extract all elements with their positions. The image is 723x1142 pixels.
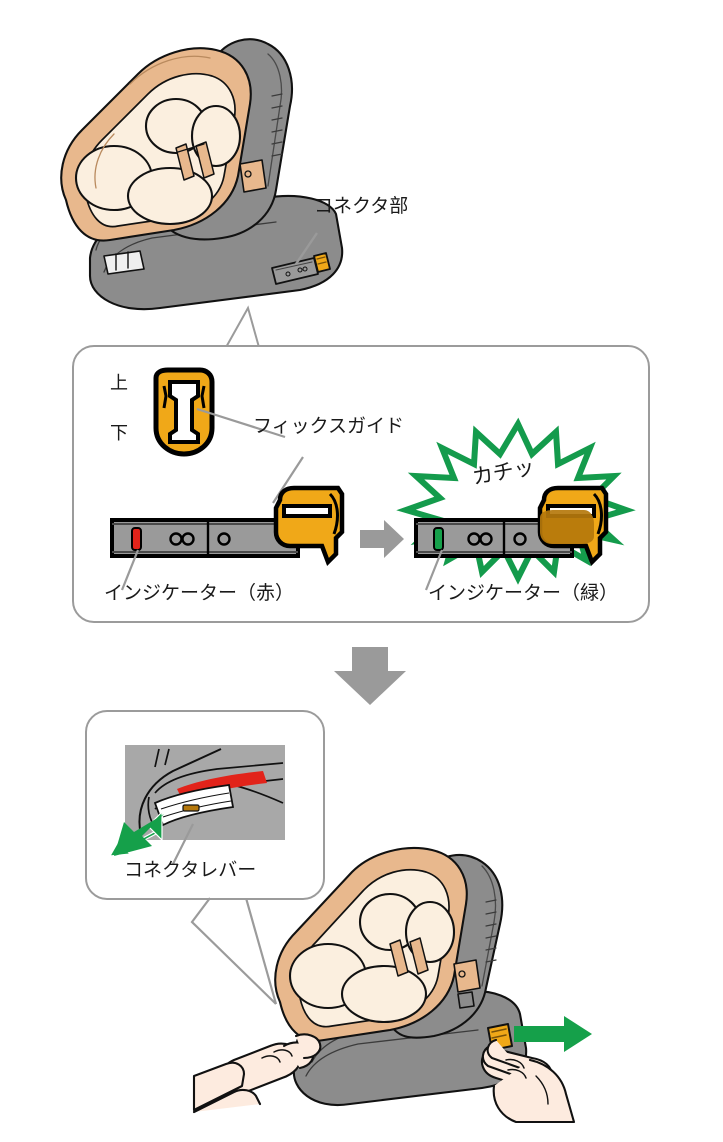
fix-guide-piece-detached [273,485,345,567]
fix-guide-label: フィックスガイド [253,415,405,437]
fix-guide-leader-lines [196,407,304,504]
direction-down-label: 下 [110,423,128,444]
starburst-icon [396,417,636,585]
connector-lever-label: コネクタレバー [124,859,257,881]
indicator-green-label: インジケーター（緑） [428,582,619,604]
step-3-callout-tail [190,894,278,1005]
down-arrow-icon [334,647,406,705]
green-pull-arrow-icon [108,810,164,857]
fix-guide-piece-engaged [537,485,609,567]
connector-part-leader-line [295,232,318,265]
indicator-green-lamp [433,527,444,551]
indicator-red-leader-line [120,549,140,591]
step-3-figure [192,847,723,1142]
direction-up-label: 上 [110,373,128,394]
green-pull-arrow-right-icon [514,1016,592,1052]
child-seat-connector-overview-svg [60,38,344,311]
right-arrow-icon [360,520,404,558]
connector-lever-release-svg [192,847,592,1124]
connector-part-label: コネクタ部 [314,195,409,217]
indicator-red-label: インジケーター（赤） [104,582,295,604]
connector-bar-unlocked [110,518,300,558]
fix-guide-bracket-icon [153,367,215,457]
indicator-green-leader-line [424,549,444,591]
connector-lever-leader-line [172,823,194,865]
step-1-figure [0,0,723,330]
indicator-red-lamp [131,527,142,551]
